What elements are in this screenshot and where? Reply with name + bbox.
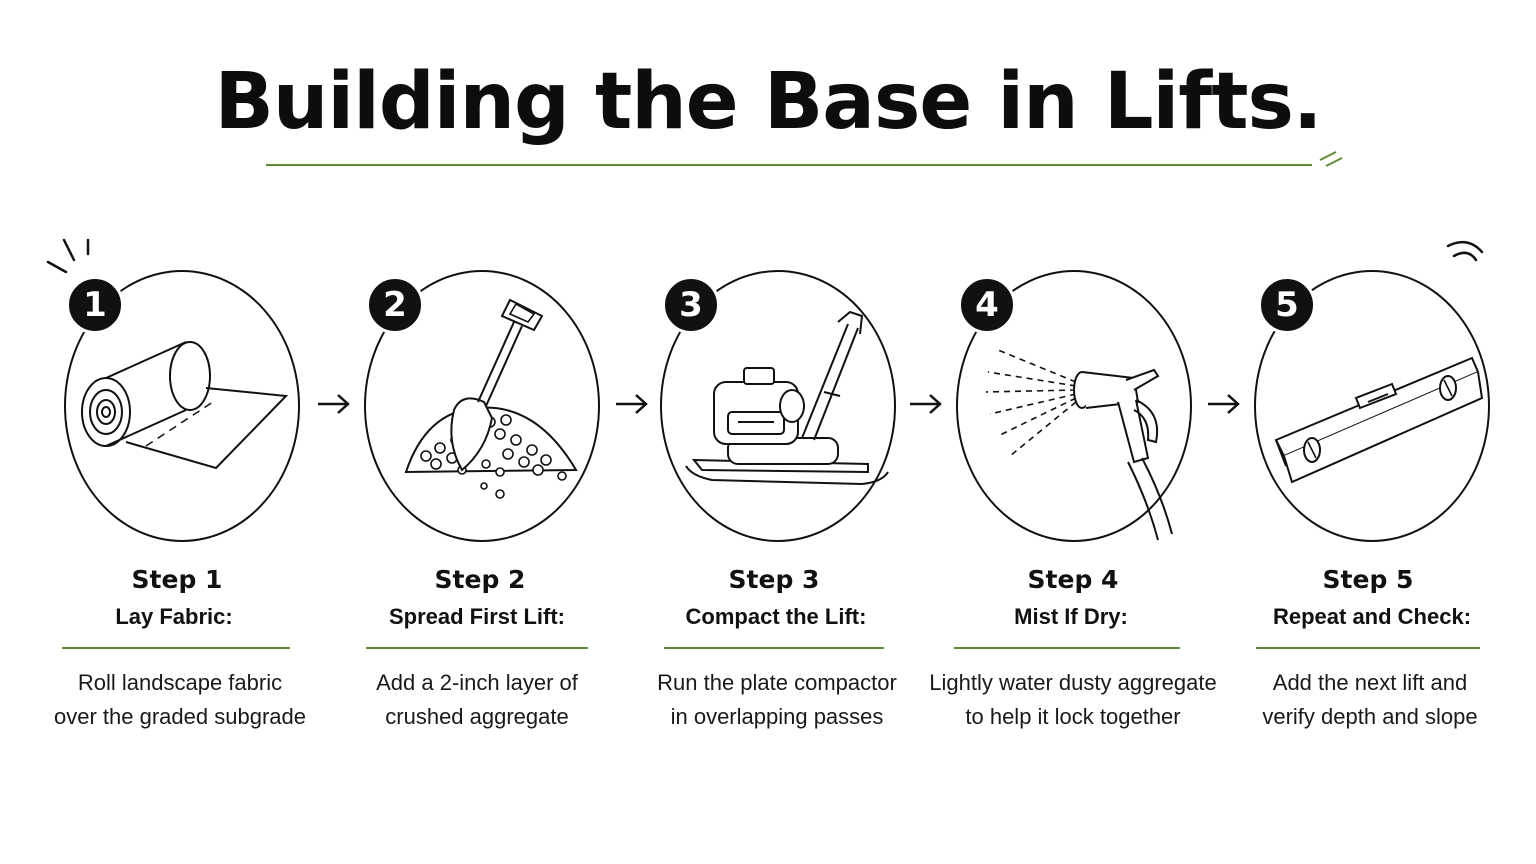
step-3-divider xyxy=(664,647,884,649)
step-4-divider xyxy=(954,647,1180,649)
step-5-title: Step 5 xyxy=(1322,565,1414,594)
arrow-right-icon xyxy=(910,394,942,414)
step-2-subtitle: Spread First Lift: xyxy=(388,604,565,629)
title-underline xyxy=(266,164,1312,166)
step-5-badge: 5 xyxy=(1258,276,1316,334)
step-1-badge: 1 xyxy=(66,276,124,334)
step-4-badge: 4 xyxy=(958,276,1016,334)
step-1-description: Roll landscape fabric over the graded su… xyxy=(54,670,306,729)
motion-accent-icon xyxy=(1446,240,1484,262)
step-3-title: Step 3 xyxy=(728,565,820,594)
step-5-subtitle: Repeat and Check: xyxy=(1272,604,1472,629)
fabric-roll-icon xyxy=(81,341,289,470)
step-3-subtitle: Compact the Lift: xyxy=(685,604,867,629)
step-1-title: Step 1 xyxy=(131,565,223,594)
step-3-badge: 3 xyxy=(662,276,720,334)
arrow-right-icon xyxy=(616,394,648,414)
step-1-subtitle: Lay Fabric: xyxy=(115,604,233,629)
step-2-divider xyxy=(366,647,588,649)
arrow-right-icon xyxy=(1208,394,1240,414)
plate-compactor-icon xyxy=(685,310,889,486)
hose-nozzle-icon xyxy=(985,349,1173,541)
spirit-level-icon xyxy=(1274,356,1484,484)
step-4-title: Step 4 xyxy=(1027,565,1119,594)
step-1-divider xyxy=(62,647,290,649)
sparkle-accent-icon xyxy=(46,238,90,274)
step-5-description: Add the next lift and verify depth and s… xyxy=(1262,670,1478,729)
step-4-subtitle: Mist If Dry: xyxy=(1014,604,1128,629)
page-title: Building the Base in Lifts. xyxy=(214,57,1322,147)
step-2-title: Step 2 xyxy=(434,565,526,594)
step-3-description: Run the plate compactor in overlapping p… xyxy=(657,670,897,729)
step-4-description: Lightly water dusty aggregate to help it… xyxy=(929,670,1217,729)
step-5-divider xyxy=(1256,647,1480,649)
shovel-icon xyxy=(404,298,578,499)
step-2-badge: 2 xyxy=(366,276,424,334)
arrow-right-icon xyxy=(318,394,350,414)
title-accent-icon xyxy=(1319,151,1343,167)
step-2-description: Add a 2-inch layer of crushed aggregate xyxy=(376,670,578,729)
step-5-illustration xyxy=(1254,270,1490,542)
